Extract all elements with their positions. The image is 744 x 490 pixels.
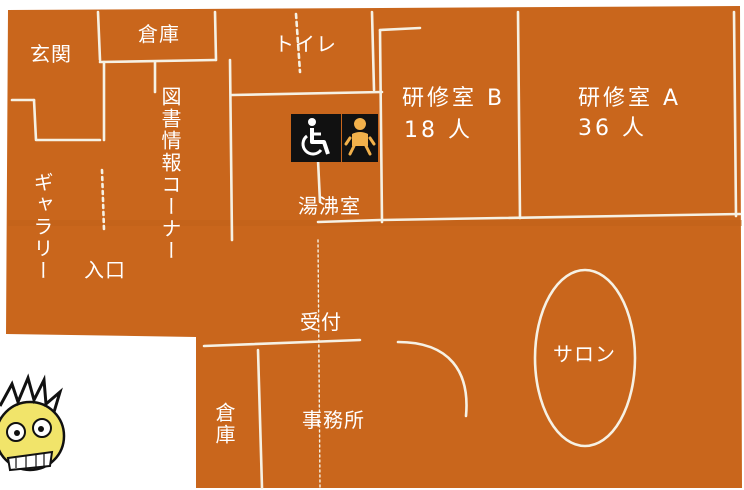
mascot-face-icon bbox=[0, 373, 66, 472]
wall-entrance-dotted bbox=[100, 168, 106, 232]
room-label-kenshu-b: 研修室 B bbox=[402, 86, 506, 111]
room-label-jimusho: 事務所 bbox=[302, 408, 365, 432]
wall-office-arc bbox=[396, 340, 468, 418]
wall-toilet-divider bbox=[316, 158, 322, 204]
room-label-genkan: 玄関 bbox=[30, 42, 72, 66]
room-label-kenshu-a: 研修室 A bbox=[578, 86, 682, 111]
room-label-toilet: トイレ bbox=[274, 32, 337, 56]
room-label-souko-top: 倉庫 bbox=[138, 22, 180, 46]
wall-gallery-inner bbox=[32, 98, 102, 142]
chalk-walls bbox=[10, 10, 742, 490]
wall-souko-bottom-right bbox=[256, 348, 264, 490]
wall-kenshu-a-right bbox=[732, 10, 738, 218]
wall-library-right bbox=[228, 58, 234, 242]
wall-souko-bottom bbox=[98, 58, 217, 64]
wall-souko-right bbox=[213, 10, 218, 62]
wall-toilet-dashed-left bbox=[294, 12, 302, 74]
baby-changing-icon bbox=[342, 114, 378, 162]
room-label-iriguchi: 入口 bbox=[84, 258, 126, 282]
wall-toilet-right bbox=[370, 10, 376, 92]
wall-genkan-right bbox=[96, 10, 102, 62]
wheelchair-icon bbox=[291, 114, 341, 162]
room-label-salon: サロン bbox=[553, 342, 616, 366]
wall-kenshu-divider bbox=[516, 10, 522, 220]
wall-yuwakashi-bottom bbox=[316, 218, 382, 224]
wall-toilet-top bbox=[230, 90, 384, 97]
wall-kenshu-b-top bbox=[378, 26, 422, 32]
room-label-uketsuke: 受付 bbox=[300, 310, 342, 334]
room-label-souko-bottom: 倉庫 bbox=[212, 402, 236, 446]
salon-outline bbox=[533, 268, 637, 448]
room-label-gallery: ギャラリー bbox=[30, 172, 54, 282]
wall-corridor-line bbox=[317, 239, 321, 489]
wall-kenshu-b-left bbox=[378, 28, 384, 224]
room-capacity-kenshu-a: 36 人 bbox=[578, 116, 647, 141]
floor-shade bbox=[8, 220, 742, 226]
room-label-toshojoho: 図書情報コーナー bbox=[158, 86, 182, 262]
wall-kenshu-bottom bbox=[380, 212, 742, 222]
room-label-yuwakashi: 湯沸室 bbox=[298, 194, 361, 218]
room-capacity-kenshu-b: 18 人 bbox=[404, 118, 473, 143]
wall-office-top bbox=[202, 338, 362, 348]
floor-area bbox=[6, 6, 742, 488]
